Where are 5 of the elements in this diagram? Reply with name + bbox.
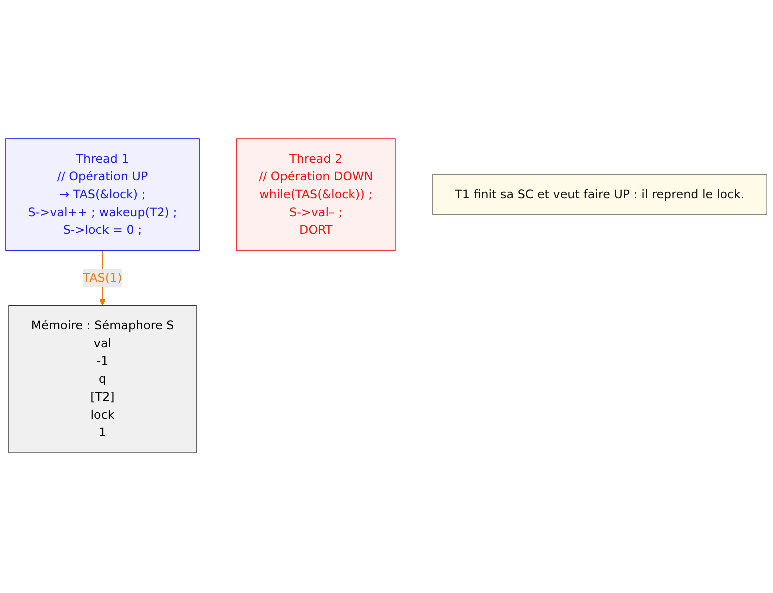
edge-label: TAS(1) <box>83 271 122 286</box>
node-box: Thread 1 // Opération UP → TAS(&lock) ; S->val++ ; wakeup(T2) ; S->lock = 0 ; <box>6 139 200 252</box>
node-box: Mémoire : Sémaphore S val -1 q [T2] lock 1 <box>8 306 197 454</box>
node-box: T1 finit sa SC et veut faire UP : il reprend le lock. <box>432 174 768 216</box>
node-box: Thread 2 // Opération DOWN while(TAS(&lock)) ; S->val– ; DORT <box>236 139 396 252</box>
